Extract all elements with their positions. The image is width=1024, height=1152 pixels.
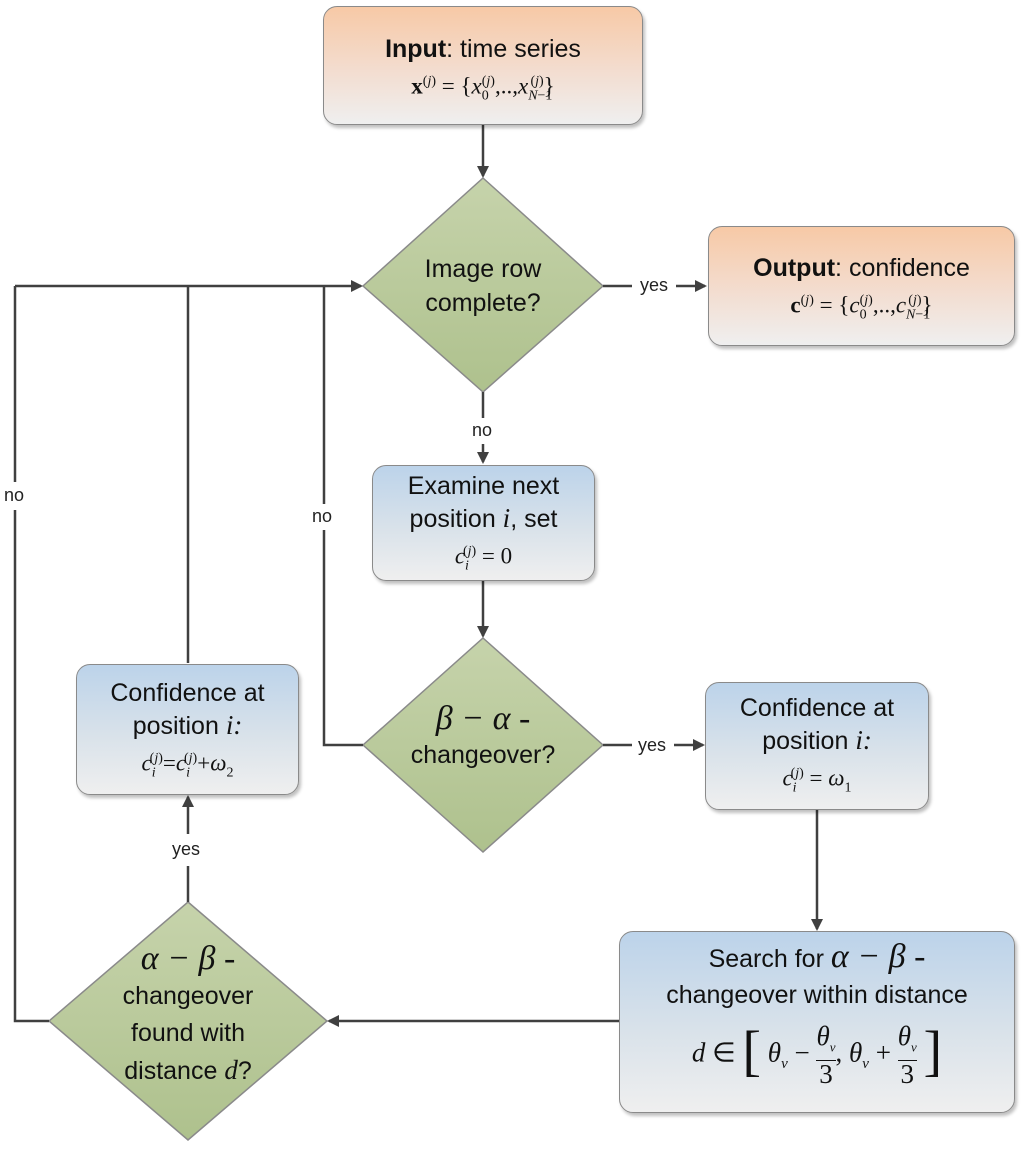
decision-ab-line4-a: distance: [124, 1057, 218, 1085]
decision-ab-line4-b: ?: [237, 1057, 252, 1085]
input-title: Input: time series: [324, 33, 642, 65]
examine-line2-var: i: [502, 503, 511, 533]
examine-formula: ci(j) = 0: [454, 543, 513, 574]
conf1-line2-a: position: [762, 727, 849, 755]
conf2-line1: Confidence at: [110, 679, 265, 707]
decision-row-line2: complete?: [425, 289, 541, 317]
decision-ab-line4: distance d?: [93, 1052, 283, 1090]
decision-ab-line2: changeover: [122, 982, 254, 1010]
conf1-line2-var: i:: [855, 725, 872, 755]
output-title-rest: : confidence: [835, 254, 970, 282]
label-no-outer: no: [4, 485, 25, 505]
examine-line2-a: position: [409, 505, 496, 533]
search-box: Search for α − β - changeover within dis…: [619, 931, 1015, 1113]
output-formula: c(j) = {c0(j),..,cN−1(j)}: [790, 292, 933, 323]
input-formula: x(j) = {x0(j),..,xN−1(j)}: [411, 73, 555, 104]
conf2-line2-a: position: [132, 712, 219, 740]
examine-line2-b: , set: [510, 505, 558, 533]
conf2-line2: position i:: [77, 709, 298, 742]
decision-ba-symbol: β − α -: [435, 700, 531, 737]
decision-ab-line3: found with: [131, 1019, 245, 1047]
examine-line1: Examine next: [407, 472, 560, 500]
edge-ba-no-loop-a: [322, 530, 363, 747]
search-line1: Search for α − β -: [620, 938, 1014, 979]
decision-ba-line2: changeover?: [410, 741, 556, 769]
output-title-bold: Output: [753, 254, 836, 282]
decision-ab-line4-var: d: [224, 1055, 238, 1085]
input-box: Input: time series x(j) = {x0(j),..,xN−1…: [323, 6, 643, 125]
decision-row-line1: Image row: [424, 255, 542, 283]
conf1-line2: position i:: [706, 724, 928, 757]
edge-ab-no-loop-a: [13, 510, 49, 1023]
conf2-formula: ci(j)=ci(j)+ω2: [141, 750, 234, 781]
confidence-omega1-box: Confidence at position i: ci(j) = ω1: [705, 682, 929, 810]
decision-ab-symbol: α − β -: [140, 940, 236, 977]
search-line2: changeover within distance: [666, 981, 968, 1009]
output-title: Output: confidence: [709, 252, 1014, 284]
search-line1-symbol: α − β -: [830, 938, 926, 975]
examine-line2: position i, set: [373, 502, 594, 535]
decision-beta-alpha-shape: [361, 636, 605, 854]
label-yes-output: yes: [640, 275, 669, 295]
decision-row-complete: Image row complete?: [383, 252, 583, 320]
label-no-inner: no: [312, 506, 333, 526]
examine-box: Examine next position i, set ci(j) = 0: [372, 465, 595, 581]
conf2-line2-var: i:: [225, 710, 243, 740]
conf1-formula: ci(j) = ω1: [782, 765, 852, 796]
label-yes-conf2: yes: [172, 839, 201, 859]
confidence-omega2-box: Confidence at position i: ci(j)=ci(j)+ω2: [76, 664, 299, 795]
input-title-rest: : time series: [446, 35, 581, 63]
decision-alpha-beta: α − β - changeover found with distance d…: [93, 940, 283, 1090]
output-box: Output: confidence c(j) = {c0(j),..,cN−1…: [708, 226, 1015, 346]
conf1-line1: Confidence at: [739, 694, 895, 722]
input-title-bold: Input: [385, 35, 447, 63]
label-yes-conf1: yes: [638, 735, 667, 755]
label-no-examine: no: [472, 420, 493, 440]
decision-alpha-beta-shape: [47, 901, 329, 1141]
search-line1-a: Search for: [708, 945, 824, 973]
decision-beta-alpha: β − α - changeover?: [393, 700, 573, 772]
